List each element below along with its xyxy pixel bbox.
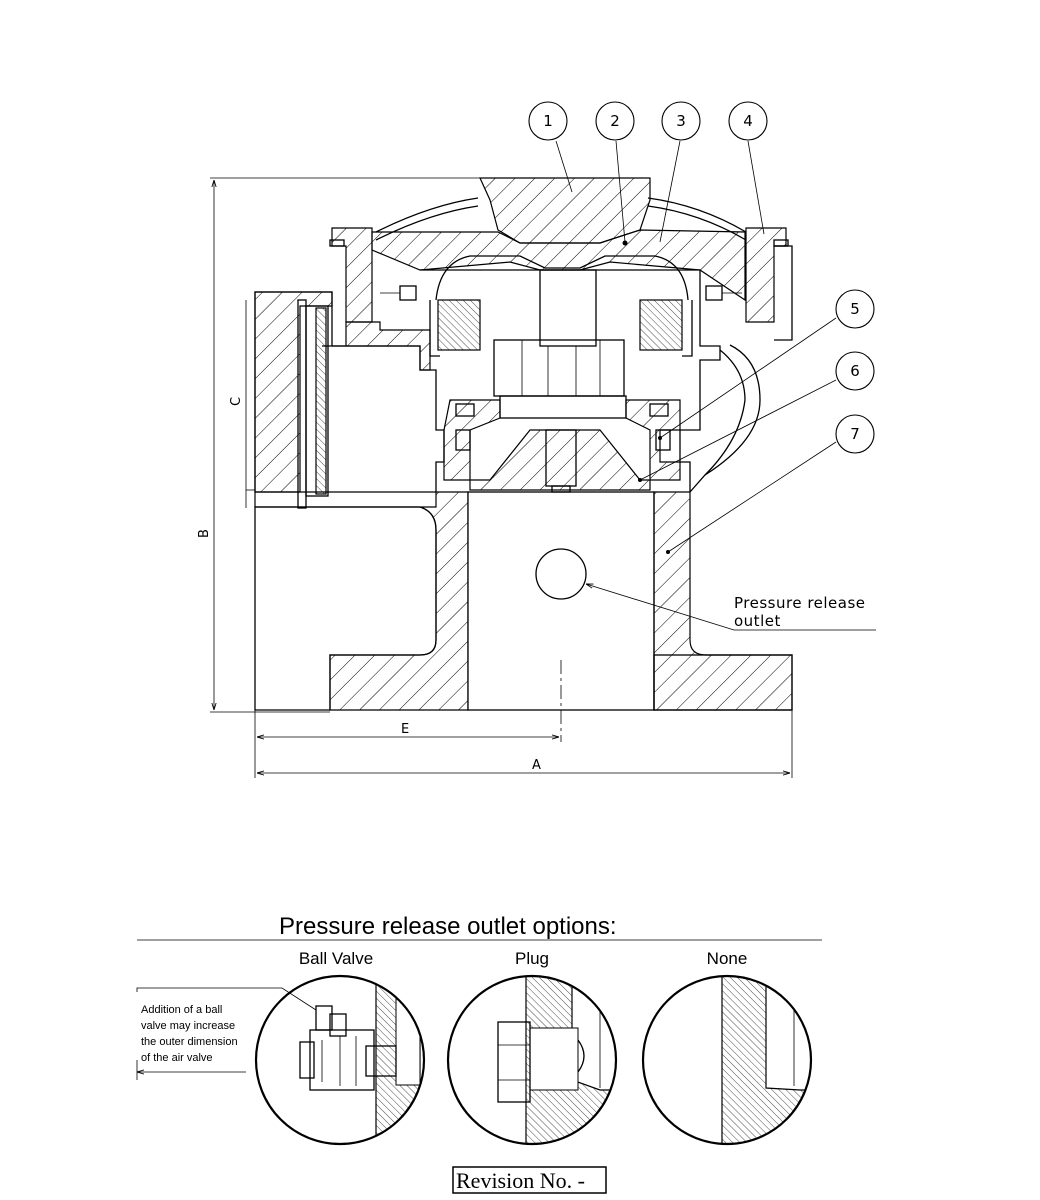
balloon-2-label: 2 <box>610 112 620 130</box>
ball-valve-note-1: Addition of a ball <box>141 1004 222 1016</box>
option-label-plug: Plug <box>515 949 549 968</box>
balloon-6-label: 6 <box>850 362 860 380</box>
dimension-label-c: C <box>229 397 244 406</box>
balloon-5: 5 <box>835 289 875 329</box>
balloon-7-label: 7 <box>850 425 860 443</box>
balloon-2: 2 <box>595 101 635 141</box>
balloon-4: 4 <box>728 101 768 141</box>
options-title: Pressure release outlet options: <box>279 913 617 940</box>
balloon-4-label: 4 <box>743 112 753 130</box>
ball-valve-note-4: of the air valve <box>141 1052 213 1064</box>
balloon-1-label: 1 <box>543 112 553 130</box>
ball-valve-note-2: valve may increase <box>141 1020 235 1032</box>
revision-box: Revision No. - <box>452 1166 607 1194</box>
revision-label: Revision No. - <box>456 1168 585 1193</box>
balloon-6: 6 <box>835 351 875 391</box>
ball-valve-detail: Addition of a ball valve may increase th… <box>136 974 426 1146</box>
dimension-label-e: E <box>401 722 409 737</box>
outlet-options-section: Pressure release outlet options: Ball Va… <box>136 913 822 1146</box>
option-label-none: None <box>707 949 748 968</box>
ball-valve-note-3: the outer dimension <box>141 1036 238 1048</box>
balloon-7: 7 <box>835 414 875 454</box>
dimension-lines <box>210 177 793 778</box>
plug-detail <box>446 974 618 1146</box>
valve-section-view: C B E A 1 2 <box>197 101 876 778</box>
balloon-leaders <box>555 140 876 631</box>
balloon-5-label: 5 <box>850 300 860 318</box>
callout-line-1: Pressure release <box>734 594 866 612</box>
dimension-label-b: B <box>197 529 212 538</box>
balloon-1: 1 <box>528 101 568 141</box>
balloon-3-label: 3 <box>676 112 686 130</box>
none-detail <box>641 974 813 1146</box>
dimension-label-a: A <box>532 758 541 773</box>
option-label-ball-valve: Ball Valve <box>299 949 373 968</box>
balloon-3: 3 <box>661 101 701 141</box>
callout-line-2: outlet <box>734 612 781 630</box>
